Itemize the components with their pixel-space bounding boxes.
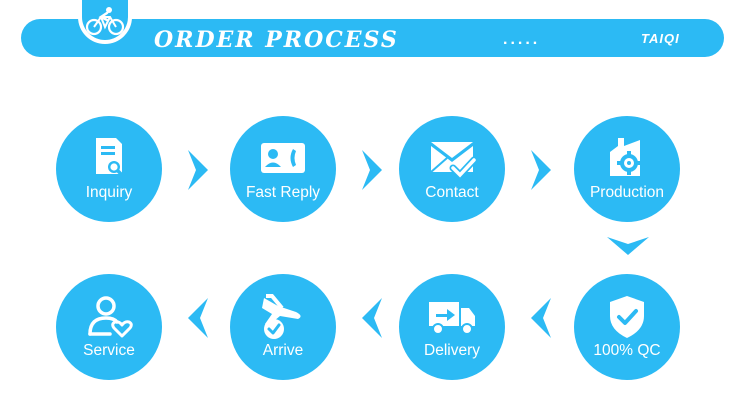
airplane-check-icon xyxy=(262,294,301,339)
step-inquiry[interactable]: Inquiry xyxy=(56,116,162,222)
page-title: ORDER PROCESS xyxy=(154,27,399,53)
step-label: Inquiry xyxy=(85,184,133,201)
contact-card-phone-icon xyxy=(261,143,305,173)
step-label: Fast Reply xyxy=(245,184,321,201)
user-heart-icon xyxy=(88,296,133,338)
header-banner xyxy=(21,19,724,57)
cyclist-icon xyxy=(85,7,125,36)
envelope-check-icon xyxy=(430,142,477,181)
shield-check-icon xyxy=(610,296,644,338)
step-contact[interactable]: Contact xyxy=(399,116,505,222)
step-label: Service xyxy=(83,342,135,359)
arrow-right-icon xyxy=(362,150,382,190)
step-label: Contact xyxy=(425,184,479,201)
arrow-down-icon xyxy=(607,237,649,255)
arrow-left-icon xyxy=(362,298,382,338)
arrow-right-icon xyxy=(188,150,208,190)
arrow-left-icon xyxy=(531,298,551,338)
step-delivery[interactable]: Delivery xyxy=(399,274,505,380)
step-label: Arrive xyxy=(262,342,304,359)
step-arrive[interactable]: Arrive xyxy=(230,274,336,380)
step-service[interactable]: Service xyxy=(56,274,162,380)
step-label: Delivery xyxy=(424,342,480,359)
truck-icon xyxy=(429,302,475,335)
decorative-dots: ..... xyxy=(503,31,541,48)
step-100-qc[interactable]: 100% QC xyxy=(574,274,680,380)
step-production[interactable]: Production xyxy=(574,116,680,222)
factory-gear-icon xyxy=(610,138,641,176)
arrow-left-icon xyxy=(188,298,208,338)
step-fast-reply[interactable]: Fast Reply xyxy=(230,116,336,222)
step-label: 100% QC xyxy=(593,342,661,359)
logo-badge xyxy=(78,0,132,44)
brand-logo-text: TAIQI xyxy=(641,31,680,46)
arrow-right-icon xyxy=(531,150,551,190)
step-label: Production xyxy=(589,184,665,201)
document-search-icon xyxy=(96,138,125,178)
